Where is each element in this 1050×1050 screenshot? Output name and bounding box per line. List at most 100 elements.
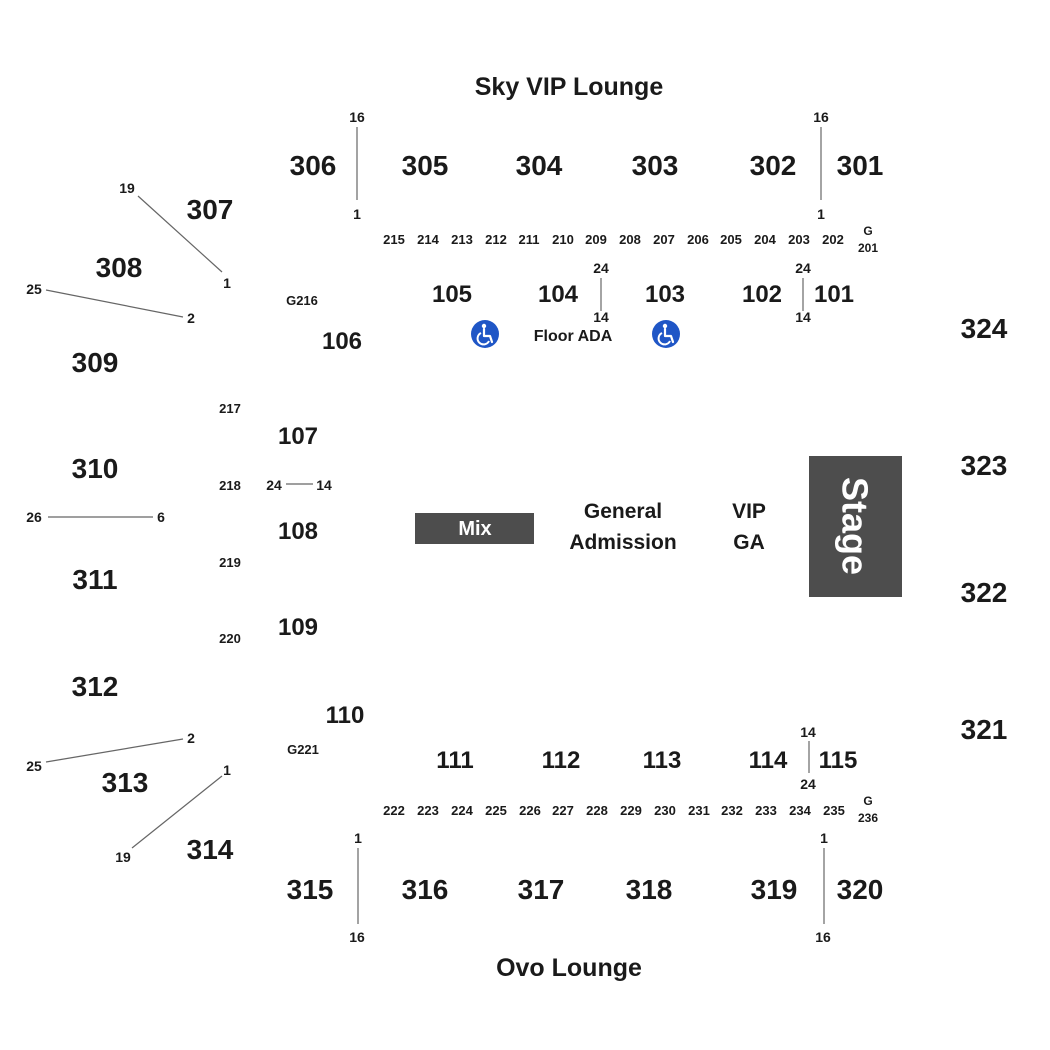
section-231[interactable]: 231 bbox=[688, 803, 710, 818]
section-102[interactable]: 102 bbox=[742, 281, 782, 308]
section-106[interactable]: 106 bbox=[322, 328, 362, 355]
section-110[interactable]: 110 bbox=[326, 702, 365, 729]
row-line-314 bbox=[131, 775, 223, 849]
wheelchair-icon[interactable] bbox=[471, 320, 499, 348]
section-107[interactable]: 107 bbox=[278, 423, 318, 450]
section-205[interactable]: 205 bbox=[720, 232, 742, 247]
section-209[interactable]: 209 bbox=[585, 232, 607, 247]
section-308[interactable]: 308 bbox=[96, 252, 143, 283]
section-320[interactable]: 320 bbox=[837, 874, 884, 905]
section-224[interactable]: 224 bbox=[451, 803, 473, 818]
section-234[interactable]: 234 bbox=[789, 803, 811, 818]
section-104[interactable]: 104 bbox=[538, 281, 579, 308]
ovo-lounge-label[interactable]: Ovo Lounge bbox=[496, 954, 642, 982]
gate-221[interactable]: G221 bbox=[287, 742, 319, 757]
row-label: 1 bbox=[354, 830, 362, 846]
section-101[interactable]: 101 bbox=[814, 281, 854, 308]
section-230[interactable]: 230 bbox=[654, 803, 676, 818]
section-324[interactable]: 324 bbox=[961, 313, 1008, 344]
wheelchair-icon[interactable] bbox=[652, 320, 680, 348]
section-309[interactable]: 309 bbox=[72, 347, 119, 378]
section-210[interactable]: 210 bbox=[552, 232, 574, 247]
row-label: 16 bbox=[813, 109, 829, 125]
section-306[interactable]: 306 bbox=[290, 150, 337, 181]
section-228[interactable]: 228 bbox=[586, 803, 608, 818]
section-208[interactable]: 208 bbox=[619, 232, 641, 247]
section-212[interactable]: 212 bbox=[485, 232, 507, 247]
section-203[interactable]: 203 bbox=[788, 232, 810, 247]
section-321[interactable]: 321 bbox=[961, 714, 1008, 745]
floor-ada-label[interactable]: Floor ADA bbox=[534, 328, 613, 345]
section-217[interactable]: 217 bbox=[219, 401, 241, 416]
section-303[interactable]: 303 bbox=[632, 150, 679, 181]
section-211[interactable]: 211 bbox=[519, 232, 540, 247]
mix-label: Mix bbox=[458, 518, 491, 540]
section-232[interactable]: 232 bbox=[721, 803, 743, 818]
section-105[interactable]: 105 bbox=[432, 281, 472, 308]
general-admission-line1[interactable]: General bbox=[584, 500, 662, 523]
section-313[interactable]: 313 bbox=[102, 767, 149, 798]
section-222[interactable]: 222 bbox=[383, 803, 405, 818]
section-311[interactable]: 311 bbox=[72, 564, 117, 595]
section-204[interactable]: 204 bbox=[754, 232, 776, 247]
row-label: 16 bbox=[349, 929, 365, 945]
gate-201-number[interactable]: 201 bbox=[858, 241, 878, 255]
section-310[interactable]: 310 bbox=[72, 453, 119, 484]
section-229[interactable]: 229 bbox=[620, 803, 642, 818]
row-label: 24 bbox=[795, 260, 811, 276]
section-317[interactable]: 317 bbox=[518, 874, 565, 905]
row-line-312 bbox=[45, 738, 184, 763]
section-305[interactable]: 305 bbox=[402, 150, 449, 181]
row-indicator-lines bbox=[45, 127, 825, 924]
section-314[interactable]: 314 bbox=[187, 834, 234, 865]
section-214[interactable]: 214 bbox=[417, 232, 439, 247]
section-225[interactable]: 225 bbox=[485, 803, 507, 818]
vip-ga-line1[interactable]: VIP bbox=[732, 500, 766, 523]
section-103[interactable]: 103 bbox=[645, 281, 685, 308]
section-233[interactable]: 233 bbox=[755, 803, 777, 818]
row-label: 24 bbox=[800, 776, 816, 792]
section-302[interactable]: 302 bbox=[750, 150, 797, 181]
section-207[interactable]: 207 bbox=[653, 232, 675, 247]
section-112[interactable]: 112 bbox=[542, 747, 581, 774]
section-307[interactable]: 307 bbox=[187, 194, 234, 225]
section-218[interactable]: 218 bbox=[219, 478, 241, 493]
gate-236-number[interactable]: 236 bbox=[858, 811, 878, 825]
section-111[interactable]: 111 bbox=[436, 747, 473, 774]
section-213[interactable]: 213 bbox=[451, 232, 473, 247]
section-114[interactable]: 114 bbox=[749, 747, 788, 774]
section-108[interactable]: 108 bbox=[278, 518, 318, 545]
gate-216[interactable]: G216 bbox=[286, 293, 318, 308]
row-label: 1 bbox=[820, 830, 828, 846]
section-220[interactable]: 220 bbox=[219, 631, 241, 646]
section-202[interactable]: 202 bbox=[822, 232, 844, 247]
gate-201-letter: G bbox=[863, 224, 872, 238]
section-227[interactable]: 227 bbox=[552, 803, 574, 818]
section-215[interactable]: 215 bbox=[383, 232, 405, 247]
section-322[interactable]: 322 bbox=[961, 577, 1008, 608]
stage[interactable] bbox=[809, 456, 902, 597]
sky-vip-lounge-label[interactable]: Sky VIP Lounge bbox=[475, 73, 664, 101]
row-label: 25 bbox=[26, 281, 42, 297]
section-323[interactable]: 323 bbox=[961, 450, 1008, 481]
section-235[interactable]: 235 bbox=[823, 803, 845, 818]
section-312[interactable]: 312 bbox=[72, 671, 119, 702]
section-206[interactable]: 206 bbox=[687, 232, 709, 247]
section-223[interactable]: 223 bbox=[417, 803, 439, 818]
row-label: 1 bbox=[817, 206, 825, 222]
section-219[interactable]: 219 bbox=[219, 555, 241, 570]
general-admission-line2[interactable]: Admission bbox=[569, 531, 676, 554]
vip-ga-line2[interactable]: GA bbox=[733, 531, 765, 554]
section-316[interactable]: 316 bbox=[402, 874, 449, 905]
section-226[interactable]: 226 bbox=[519, 803, 541, 818]
section-315[interactable]: 315 bbox=[287, 874, 334, 905]
section-109[interactable]: 109 bbox=[278, 614, 318, 641]
section-113[interactable]: 113 bbox=[643, 747, 682, 774]
section-319[interactable]: 319 bbox=[751, 874, 798, 905]
section-301[interactable]: 301 bbox=[837, 150, 884, 181]
section-318[interactable]: 318 bbox=[626, 874, 673, 905]
section-115[interactable]: 115 bbox=[819, 747, 858, 774]
section-304[interactable]: 304 bbox=[516, 150, 563, 181]
mix-booth[interactable] bbox=[415, 513, 534, 544]
